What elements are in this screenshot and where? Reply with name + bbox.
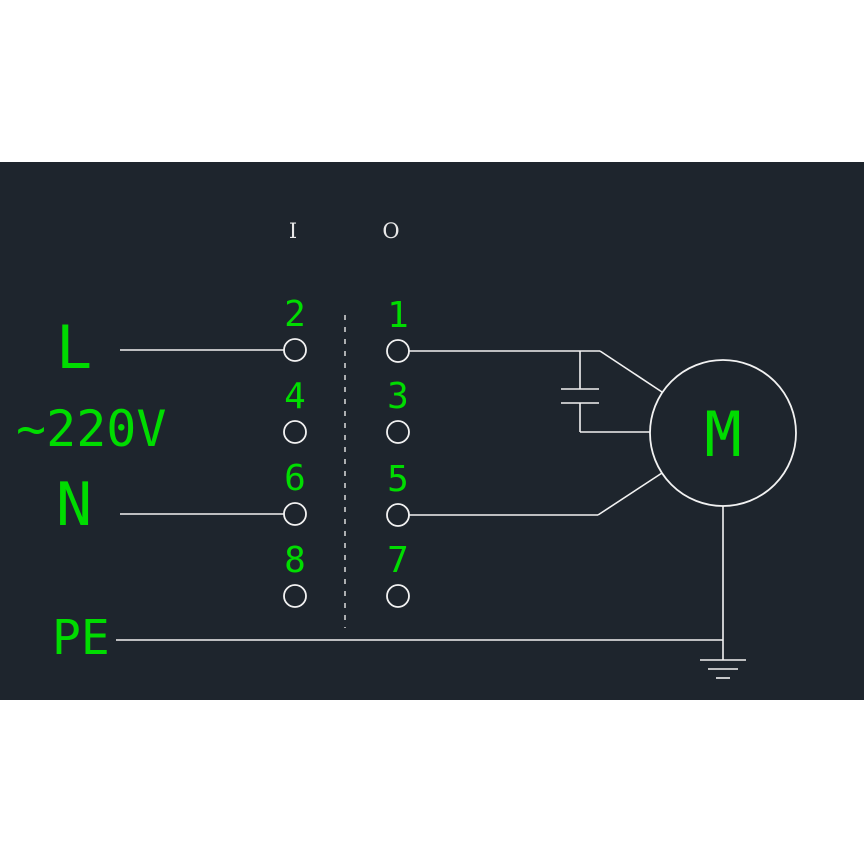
terminal-number: 4 — [284, 376, 306, 417]
motor-bottom-lead — [597, 472, 663, 516]
terminal-circle — [386, 584, 410, 608]
terminal-number: 2 — [284, 294, 306, 335]
earth-label: PE — [52, 610, 110, 666]
terminal-number: 5 — [387, 459, 409, 500]
terminal-number: 7 — [387, 540, 409, 581]
terminal-number: 1 — [387, 295, 409, 336]
output-column-header: O — [382, 219, 399, 243]
neutral-label: N — [56, 470, 92, 540]
terminal-number: 6 — [284, 458, 306, 499]
terminal-number: 3 — [387, 376, 409, 417]
terminal-circle — [386, 420, 410, 444]
terminal-number: 8 — [284, 540, 306, 581]
motor-top-lead — [599, 350, 663, 393]
input-column-header: I — [289, 219, 297, 243]
line-label: L — [56, 313, 92, 383]
voltage-label: ~220V — [16, 400, 167, 458]
terminal-circle — [283, 420, 307, 444]
terminal-circle — [283, 584, 307, 608]
diagram-background — [0, 162, 864, 700]
motor-label: M — [704, 398, 741, 471]
